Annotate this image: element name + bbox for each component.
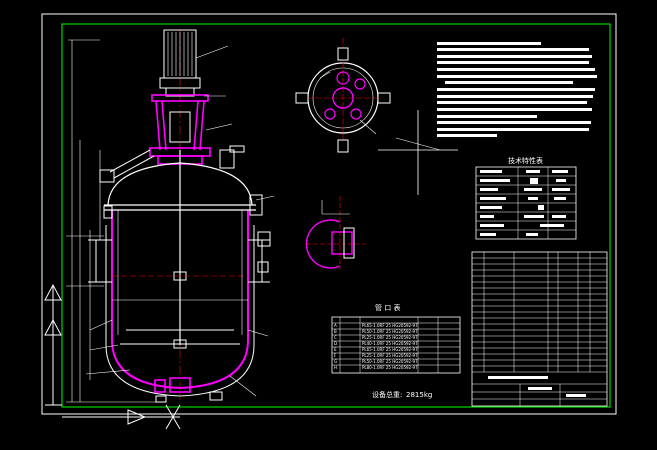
nozzle-id: G [334,359,337,364]
jacket [105,225,255,397]
bottom-arrows [62,404,181,430]
nozzle-spec: PL80-1.0RF 25 HG20592-97 [362,365,418,370]
nozzle-spec: PL50-1.0RF 25 HG20592-97 [362,329,418,334]
nozzle-spec: PL25-1.0RF 25 HG20592-97 [362,335,418,340]
top-view [295,38,441,153]
nozzle-id: B [334,329,337,334]
nozzle-spec: PL40-1.0RF 25 HG20592-97 [362,341,418,346]
total-weight-value: 2815kg [406,391,432,399]
technical-table: 技术特性表 [475,156,577,240]
nozzle-id: A [334,323,337,328]
nozzle-id: D [334,341,337,346]
section-detail [305,196,366,270]
vessel-shell [111,210,249,390]
inner-frame [61,23,611,408]
left-margin-marks [44,283,62,406]
technical-notes [437,42,597,137]
nozzle-id: F [334,353,337,358]
technical-table-title: 技术特性表 [508,156,543,165]
total-weight-label: 设备总重: [372,390,402,399]
parts-list [471,251,608,407]
outer-frame [41,13,617,415]
nozzle-spec: PL25-1.0RF 25 HG20592-97 [362,353,418,358]
nozzle-id: C [334,335,337,340]
vessel-elevation [66,29,275,403]
nozzle-id: H [334,365,337,370]
nozzle-table-title: 管 口 表 [375,303,400,312]
nozzle-spec: PL65-1.0RF 25 HG20592-97 [362,347,418,352]
crosshair [378,110,458,195]
nozzle-spec: PL50-1.0RF 25 HG20592-97 [362,359,418,364]
nozzle-id: E [334,347,337,352]
nozzle-spec: PL65-1.0RF 25 HG20592-97 [362,323,418,328]
